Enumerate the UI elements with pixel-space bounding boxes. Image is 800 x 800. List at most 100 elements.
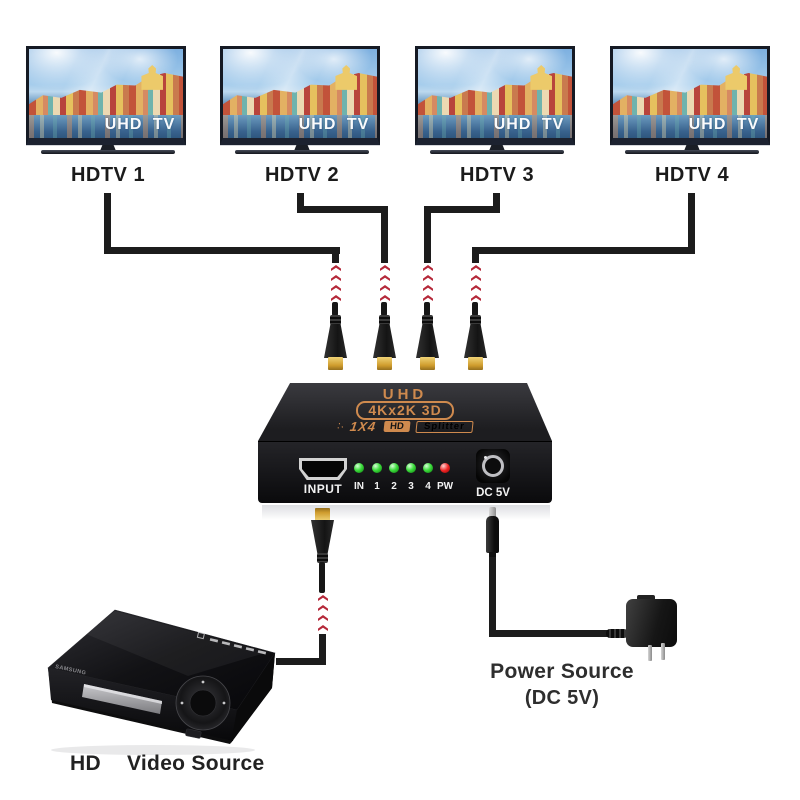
splitter-type-prefix: 1X4 bbox=[349, 419, 378, 434]
led-out1-indicator bbox=[372, 463, 382, 473]
sparkle-icon: ∴ bbox=[335, 419, 345, 433]
dc-plug-icon bbox=[486, 516, 499, 553]
hdmi-cable-segment bbox=[472, 247, 695, 254]
hdmi-cable-segment bbox=[104, 193, 111, 254]
hdtv-4-unit: UHD TV HDTV 4 bbox=[609, 44, 775, 194]
tv-4-label: HDTV 4 bbox=[654, 164, 730, 186]
hdmi-cable-segment bbox=[493, 193, 500, 213]
hdmi-plug-icon bbox=[324, 302, 347, 371]
chevron-up-icons bbox=[330, 265, 342, 301]
source-label-hd: HD bbox=[70, 752, 101, 775]
splitter-brand-text: UHD bbox=[382, 386, 428, 403]
tv-stand-bar bbox=[625, 150, 759, 154]
splitter-model-badge-row: 4Kx2K 3D bbox=[258, 401, 552, 420]
tv-stand-bar bbox=[235, 150, 369, 154]
tv-2: UHD TV bbox=[220, 46, 380, 145]
bluray-player-illustration: SAMSUNG bbox=[47, 609, 276, 755]
dc-power-jack bbox=[476, 449, 510, 483]
tv-stand-neck bbox=[489, 145, 505, 151]
water-graphic bbox=[223, 114, 377, 138]
splitter-model-badge: 4Kx2K 3D bbox=[356, 401, 454, 420]
dc-jack-label: DC 5V bbox=[476, 487, 510, 499]
panel-button bbox=[233, 644, 243, 649]
screen-watermark: UHD TV bbox=[688, 116, 760, 134]
input-port-label: INPUT bbox=[303, 482, 343, 496]
device-side-face bbox=[231, 653, 275, 743]
tv-stand-neck bbox=[100, 145, 116, 151]
hdmi-plug-icon bbox=[464, 302, 487, 371]
power-source-label: Power Source bbox=[490, 660, 634, 683]
hdtv-2-unit: UHD TV HDTV 2 bbox=[219, 44, 385, 194]
tv-1-label: HDTV 1 bbox=[70, 164, 146, 186]
source-label-name: Video Source bbox=[127, 752, 265, 775]
hdmi-cable-segment bbox=[424, 206, 431, 263]
hdmi-cable-segment bbox=[297, 206, 388, 213]
tv-3-label: HDTV 3 bbox=[459, 164, 535, 186]
splitter-type-hd-chip: HD bbox=[382, 421, 410, 432]
hdmi-cable-segment bbox=[332, 254, 339, 263]
panel-button bbox=[221, 641, 231, 646]
tv-1-screen-image: UHD TV bbox=[29, 49, 183, 138]
hdmi-cable-segment bbox=[688, 193, 695, 254]
led-label-2: 2 bbox=[391, 481, 397, 492]
power-cable-segment bbox=[489, 630, 609, 637]
power-source-sublabel: (DC 5V) bbox=[524, 687, 600, 709]
led-label-pw: PW bbox=[436, 481, 454, 492]
tv-2-label: HDTV 2 bbox=[264, 164, 340, 186]
disc-tray bbox=[82, 684, 162, 714]
chevron-up-icons bbox=[470, 265, 482, 301]
jog-dial-center bbox=[189, 689, 217, 717]
chevron-up-icons bbox=[317, 595, 329, 631]
tv-2-screen-image: UHD TV bbox=[223, 49, 377, 138]
led-out4-indicator bbox=[423, 463, 433, 473]
hdtv-1-unit: UHD TV HDTV 1 bbox=[25, 44, 191, 194]
tv-4: UHD TV bbox=[610, 46, 770, 145]
hdmi-cable-segment bbox=[319, 634, 326, 665]
led-power-indicator bbox=[440, 463, 450, 473]
hdmi-cable-segment bbox=[472, 254, 479, 263]
led-label-1: 1 bbox=[374, 481, 380, 492]
panel-button bbox=[245, 647, 255, 652]
hdmi-cable-segment bbox=[424, 206, 500, 213]
hdmi-plug-icon bbox=[373, 302, 396, 371]
water-graphic bbox=[613, 114, 767, 138]
splitter-type-name-chip: Splitter bbox=[415, 420, 474, 433]
power-adapter-icon bbox=[626, 599, 677, 647]
cable-strain-relief bbox=[606, 629, 628, 638]
splitter-reflection bbox=[262, 505, 550, 520]
front-button bbox=[185, 728, 202, 739]
hdmi-cable-segment bbox=[381, 206, 388, 263]
adapter-notch bbox=[637, 595, 655, 602]
hdmi-cable-segment bbox=[104, 247, 340, 254]
led-label-in: IN bbox=[354, 481, 364, 492]
tv-3-screen-image: UHD TV bbox=[418, 49, 572, 138]
tv-1: UHD TV bbox=[26, 46, 186, 145]
water-graphic bbox=[29, 114, 183, 138]
dc-plug-tip bbox=[489, 507, 496, 517]
tv-stand-neck bbox=[684, 145, 700, 151]
led-out3-indicator bbox=[406, 463, 416, 473]
led-input-indicator bbox=[354, 463, 364, 473]
splitter-type-line: ∴ 1X4 HD Splitter bbox=[258, 419, 552, 434]
panel-button bbox=[257, 650, 267, 655]
tv-4-screen-image: UHD TV bbox=[613, 49, 767, 138]
screen-watermark: UHD TV bbox=[104, 116, 176, 134]
dc-jack-highlight bbox=[484, 456, 487, 459]
hdmi-input-port bbox=[299, 458, 347, 480]
screen-watermark: UHD TV bbox=[493, 116, 565, 134]
dial-mark bbox=[222, 701, 226, 705]
power-cable-segment bbox=[489, 557, 496, 637]
hdmi-plug-icon bbox=[311, 508, 334, 593]
disc-tray-lip bbox=[84, 684, 162, 704]
dc-jack-ring bbox=[482, 455, 504, 477]
tv-stand-bar bbox=[41, 150, 175, 154]
screen-watermark: UHD TV bbox=[298, 116, 370, 134]
dial-mark bbox=[201, 680, 205, 684]
dial-mark bbox=[180, 701, 184, 705]
chevron-up-icons bbox=[379, 265, 391, 301]
hdmi-input-port-cavity bbox=[302, 461, 344, 477]
panel-icon bbox=[196, 631, 205, 640]
tv-stand-neck bbox=[294, 145, 310, 151]
gloss-sheen bbox=[86, 611, 268, 676]
